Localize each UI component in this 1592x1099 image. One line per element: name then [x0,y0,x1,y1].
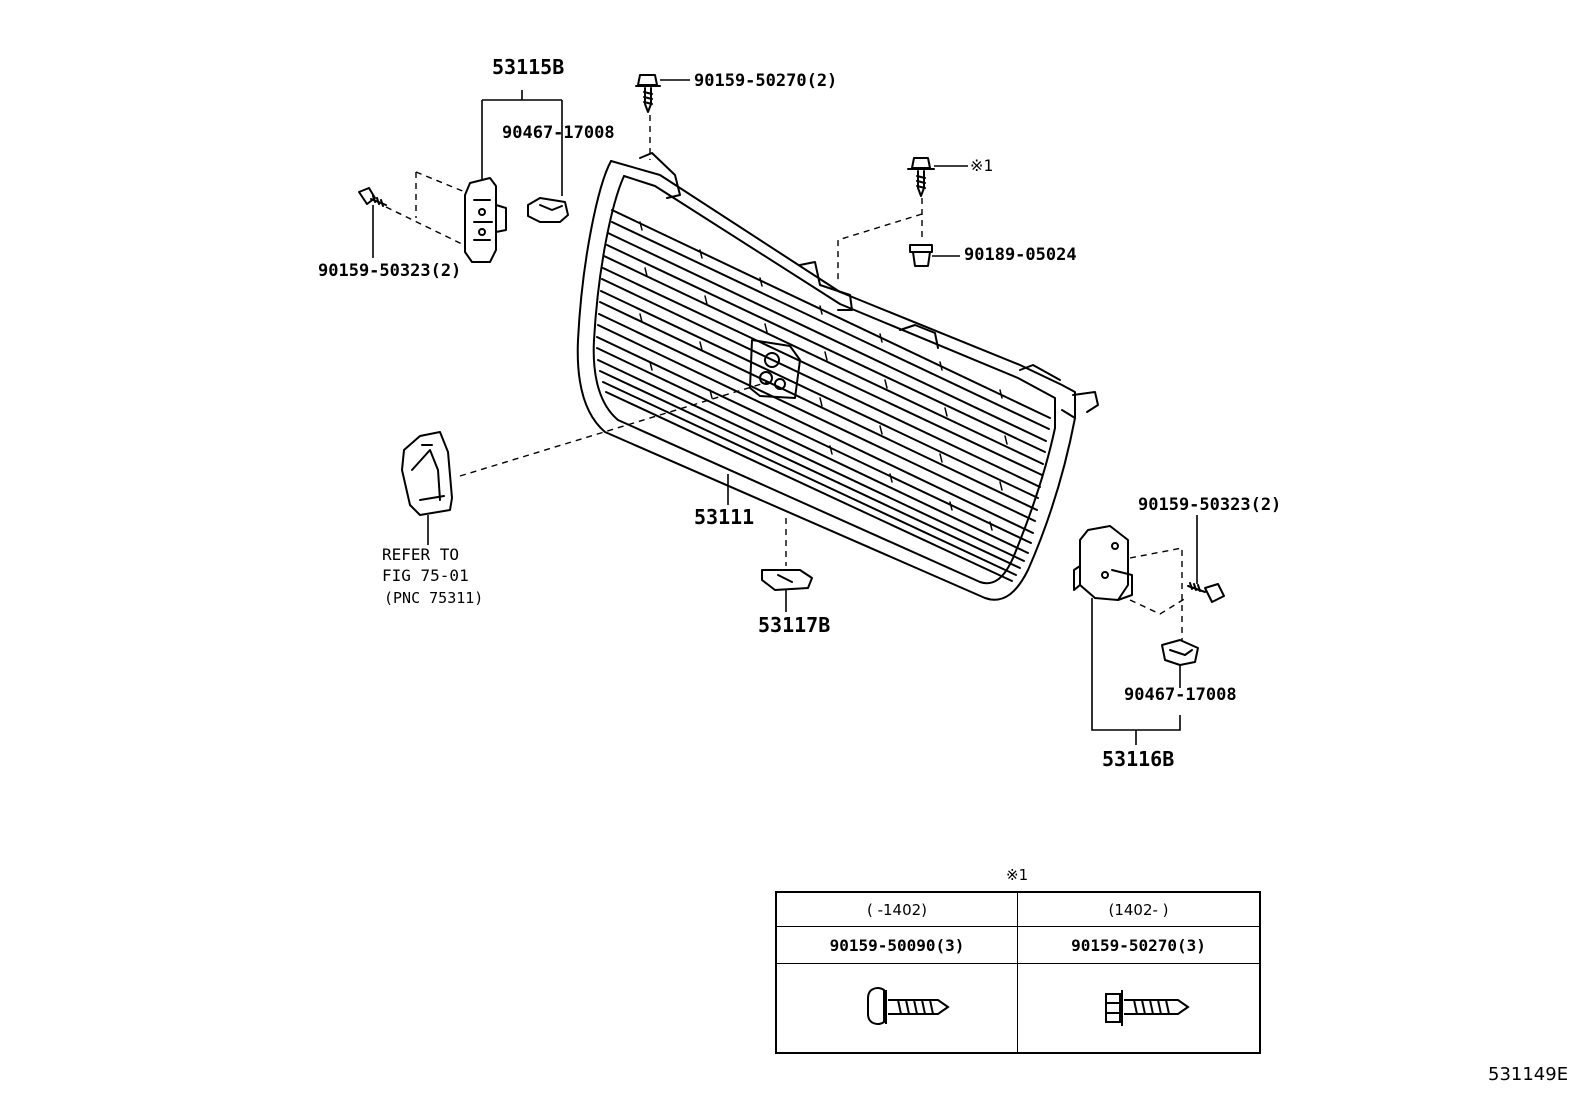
clip-left-drawing [527,197,569,223]
label-grille[interactable]: 53111 [694,505,755,529]
washer-head-screw-icon [867,987,950,1025]
label-nut-mid[interactable]: 90189-05024 [964,245,1077,265]
label-bracket-left[interactable]: 53115B [492,55,565,79]
label-clip-bottom[interactable]: 53117B [758,613,831,637]
variant-image-cell [777,964,1018,1052]
label-screw-top[interactable]: 90159-50270(2) [694,71,838,91]
label-screw-mid[interactable]: ※1 [970,156,994,175]
label-bracket-right[interactable]: 53116B [1102,747,1175,771]
label-bolt-right[interactable]: 90159-50323(2) [1138,495,1282,515]
emblem-clip-drawing [401,431,453,516]
variant-range-cell: (1402- ) [1018,893,1259,927]
clip-right-drawing [1161,639,1199,666]
label-refer-line2[interactable]: FIG 75-01 [382,566,469,585]
grille-53111-drawing [576,152,1099,601]
bracket-right-drawing [1073,525,1133,601]
hex-flange-head-screw-icon [1105,990,1190,1026]
variant-range-cell: ( -1402) [777,893,1018,927]
variant-table: ( -1402) (1402- ) 90159-50090(3) 90159-5… [775,891,1261,1054]
variant-part-number[interactable]: 90159-50270(3) [1018,927,1259,964]
nut-mid-drawing [909,244,933,267]
clip-bottom-drawing [761,569,813,591]
label-clip-right[interactable]: 90467-17008 [1124,685,1237,705]
screw-top-drawing [635,74,661,113]
bolt-right-drawing [1187,582,1225,603]
bolt-left-drawing [358,187,387,207]
bracket-left-drawing [464,177,507,263]
variant-image-cell [1018,964,1259,1052]
variant-part-number[interactable]: 90159-50090(3) [777,927,1018,964]
variant-table-mark: ※1 [1006,866,1029,884]
label-refer-line1: REFER TO [382,545,460,564]
page-code: 531149E [1488,1064,1569,1085]
label-refer-line3: (PNC 75311) [384,589,484,607]
variant-screw-drawings [867,987,1190,1026]
label-bolt-left[interactable]: 90159-50323(2) [318,261,462,281]
label-clip-left[interactable]: 90467-17008 [502,123,615,143]
screw-mid-drawing [907,157,935,197]
